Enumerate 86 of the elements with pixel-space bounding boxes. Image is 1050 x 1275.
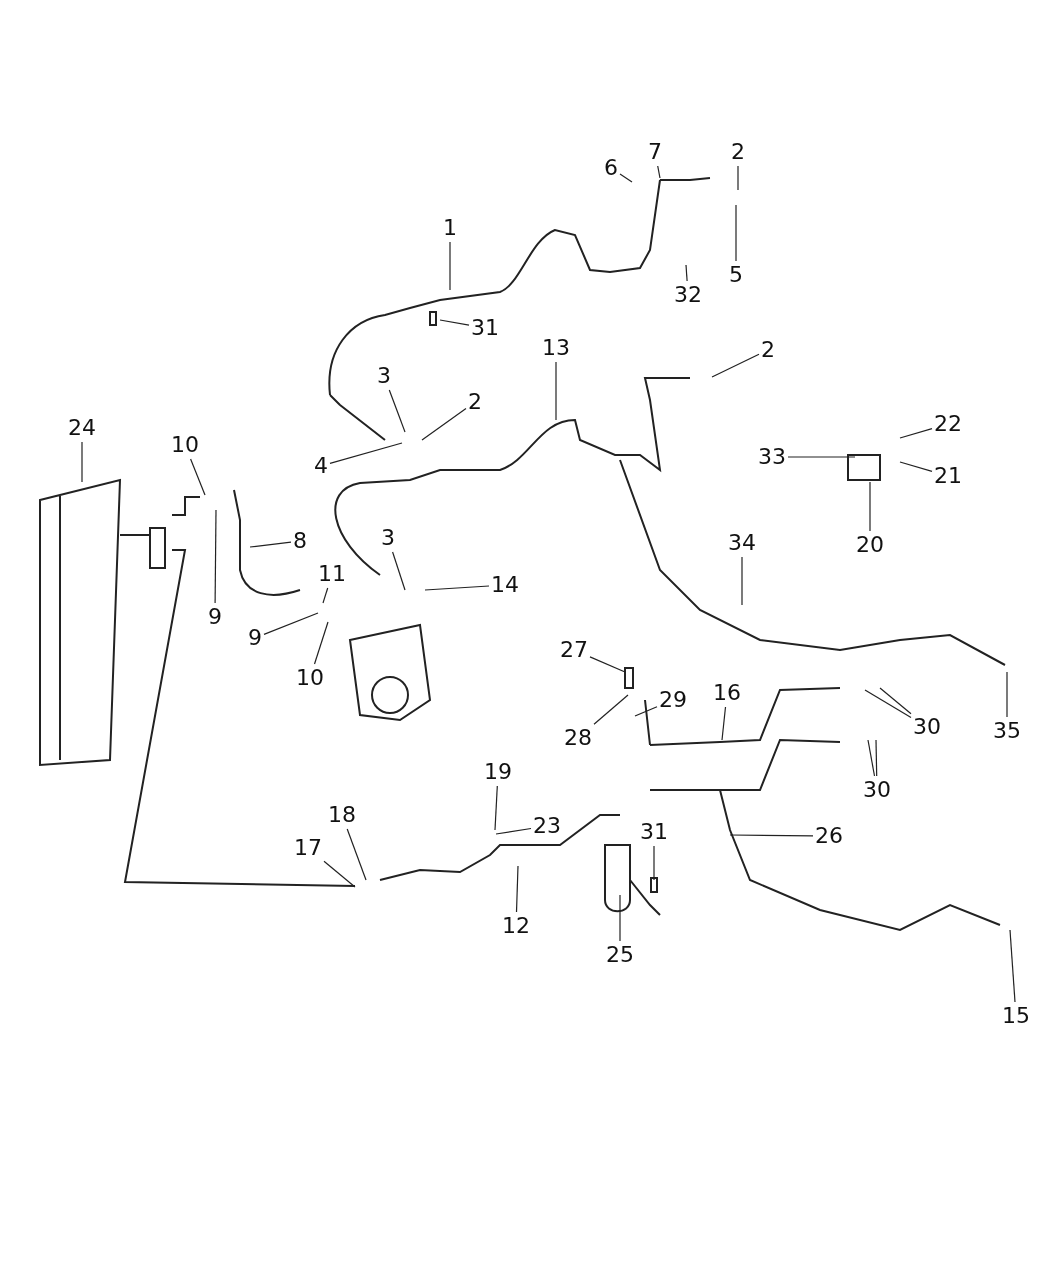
callout-number: 22 <box>934 412 962 436</box>
leader-line <box>619 173 633 183</box>
leader-line <box>424 585 490 591</box>
callout-number: 4 <box>314 454 328 478</box>
callout-number: 34 <box>728 531 756 555</box>
leader-line <box>249 541 292 548</box>
leader-line <box>313 621 329 665</box>
leader-line <box>494 785 498 831</box>
callout-number: 31 <box>471 316 499 340</box>
callout-number: 15 <box>1002 1004 1030 1028</box>
callout-number: 27 <box>560 638 588 662</box>
leader-line <box>322 587 329 604</box>
leader-line <box>634 706 658 717</box>
leader-line <box>263 612 319 635</box>
callout-number: 32 <box>674 283 702 307</box>
callout-number: 17 <box>294 836 322 860</box>
leader-line <box>875 739 878 777</box>
callout-number: 10 <box>171 433 199 457</box>
leader-line <box>495 827 532 835</box>
leader-line <box>879 687 912 715</box>
callout-number: 20 <box>856 533 884 557</box>
leader-line <box>867 739 876 777</box>
callout-number: 33 <box>758 445 786 469</box>
leader-line <box>81 441 83 483</box>
leader-line <box>741 556 743 606</box>
leader-line <box>787 456 856 458</box>
callout-number: 25 <box>606 943 634 967</box>
leader-line <box>869 481 871 532</box>
callout-number: 9 <box>248 626 262 650</box>
callout-number: 2 <box>761 338 775 362</box>
callout-number: 2 <box>731 140 745 164</box>
leader-line <box>392 551 406 591</box>
leader-line <box>653 845 655 881</box>
callout-number: 18 <box>328 803 356 827</box>
leader-line <box>735 204 737 262</box>
callout-number: 5 <box>729 263 743 287</box>
leader-line <box>555 361 557 421</box>
callout-number: 31 <box>640 820 668 844</box>
leader-line <box>388 389 406 433</box>
callout-number: 10 <box>296 666 324 690</box>
leader-line <box>657 165 661 179</box>
callout-number: 13 <box>542 336 570 360</box>
callout-number: 9 <box>208 605 222 629</box>
leader-line <box>346 828 367 881</box>
callout-number: 1 <box>443 216 457 240</box>
callout-number: 30 <box>913 715 941 739</box>
callout-number: 35 <box>993 719 1021 743</box>
callout-number: 3 <box>377 364 391 388</box>
leader-line <box>214 509 217 604</box>
callout-number: 16 <box>713 681 741 705</box>
leader-line <box>329 442 403 464</box>
leader-line <box>323 860 356 888</box>
callout-number: 23 <box>533 814 561 838</box>
leader-line <box>737 165 739 191</box>
leader-line <box>449 241 451 291</box>
callout-number: 6 <box>604 156 618 180</box>
callout-number: 26 <box>815 824 843 848</box>
callout-number: 24 <box>68 416 96 440</box>
callout-number: 11 <box>318 562 346 586</box>
leader-line <box>1006 671 1008 718</box>
leader-line <box>864 689 912 719</box>
callout-number: 14 <box>491 573 519 597</box>
callout-number: 29 <box>659 688 687 712</box>
leader-line <box>1009 929 1016 1003</box>
leader-line <box>421 407 467 441</box>
callout-number: 2 <box>468 390 482 414</box>
leader-line <box>899 461 933 472</box>
callout-number: 12 <box>502 914 530 938</box>
leader-line <box>711 353 760 378</box>
callout-number: 21 <box>934 464 962 488</box>
callout-number: 28 <box>564 726 592 750</box>
callout-number: 30 <box>863 778 891 802</box>
leader-line <box>685 264 688 282</box>
callout-number: 8 <box>293 529 307 553</box>
leader-line <box>721 706 727 741</box>
leader-line <box>729 834 814 837</box>
leader-line <box>899 428 933 439</box>
leader-line <box>589 656 626 673</box>
leader-line <box>439 319 470 326</box>
leader-line <box>190 458 206 496</box>
callout-number: 7 <box>648 140 662 164</box>
leader-line <box>515 865 519 913</box>
leader-line <box>619 894 621 942</box>
callout-number: 3 <box>381 526 395 550</box>
callout-number: 19 <box>484 760 512 784</box>
leader-line <box>593 694 629 725</box>
